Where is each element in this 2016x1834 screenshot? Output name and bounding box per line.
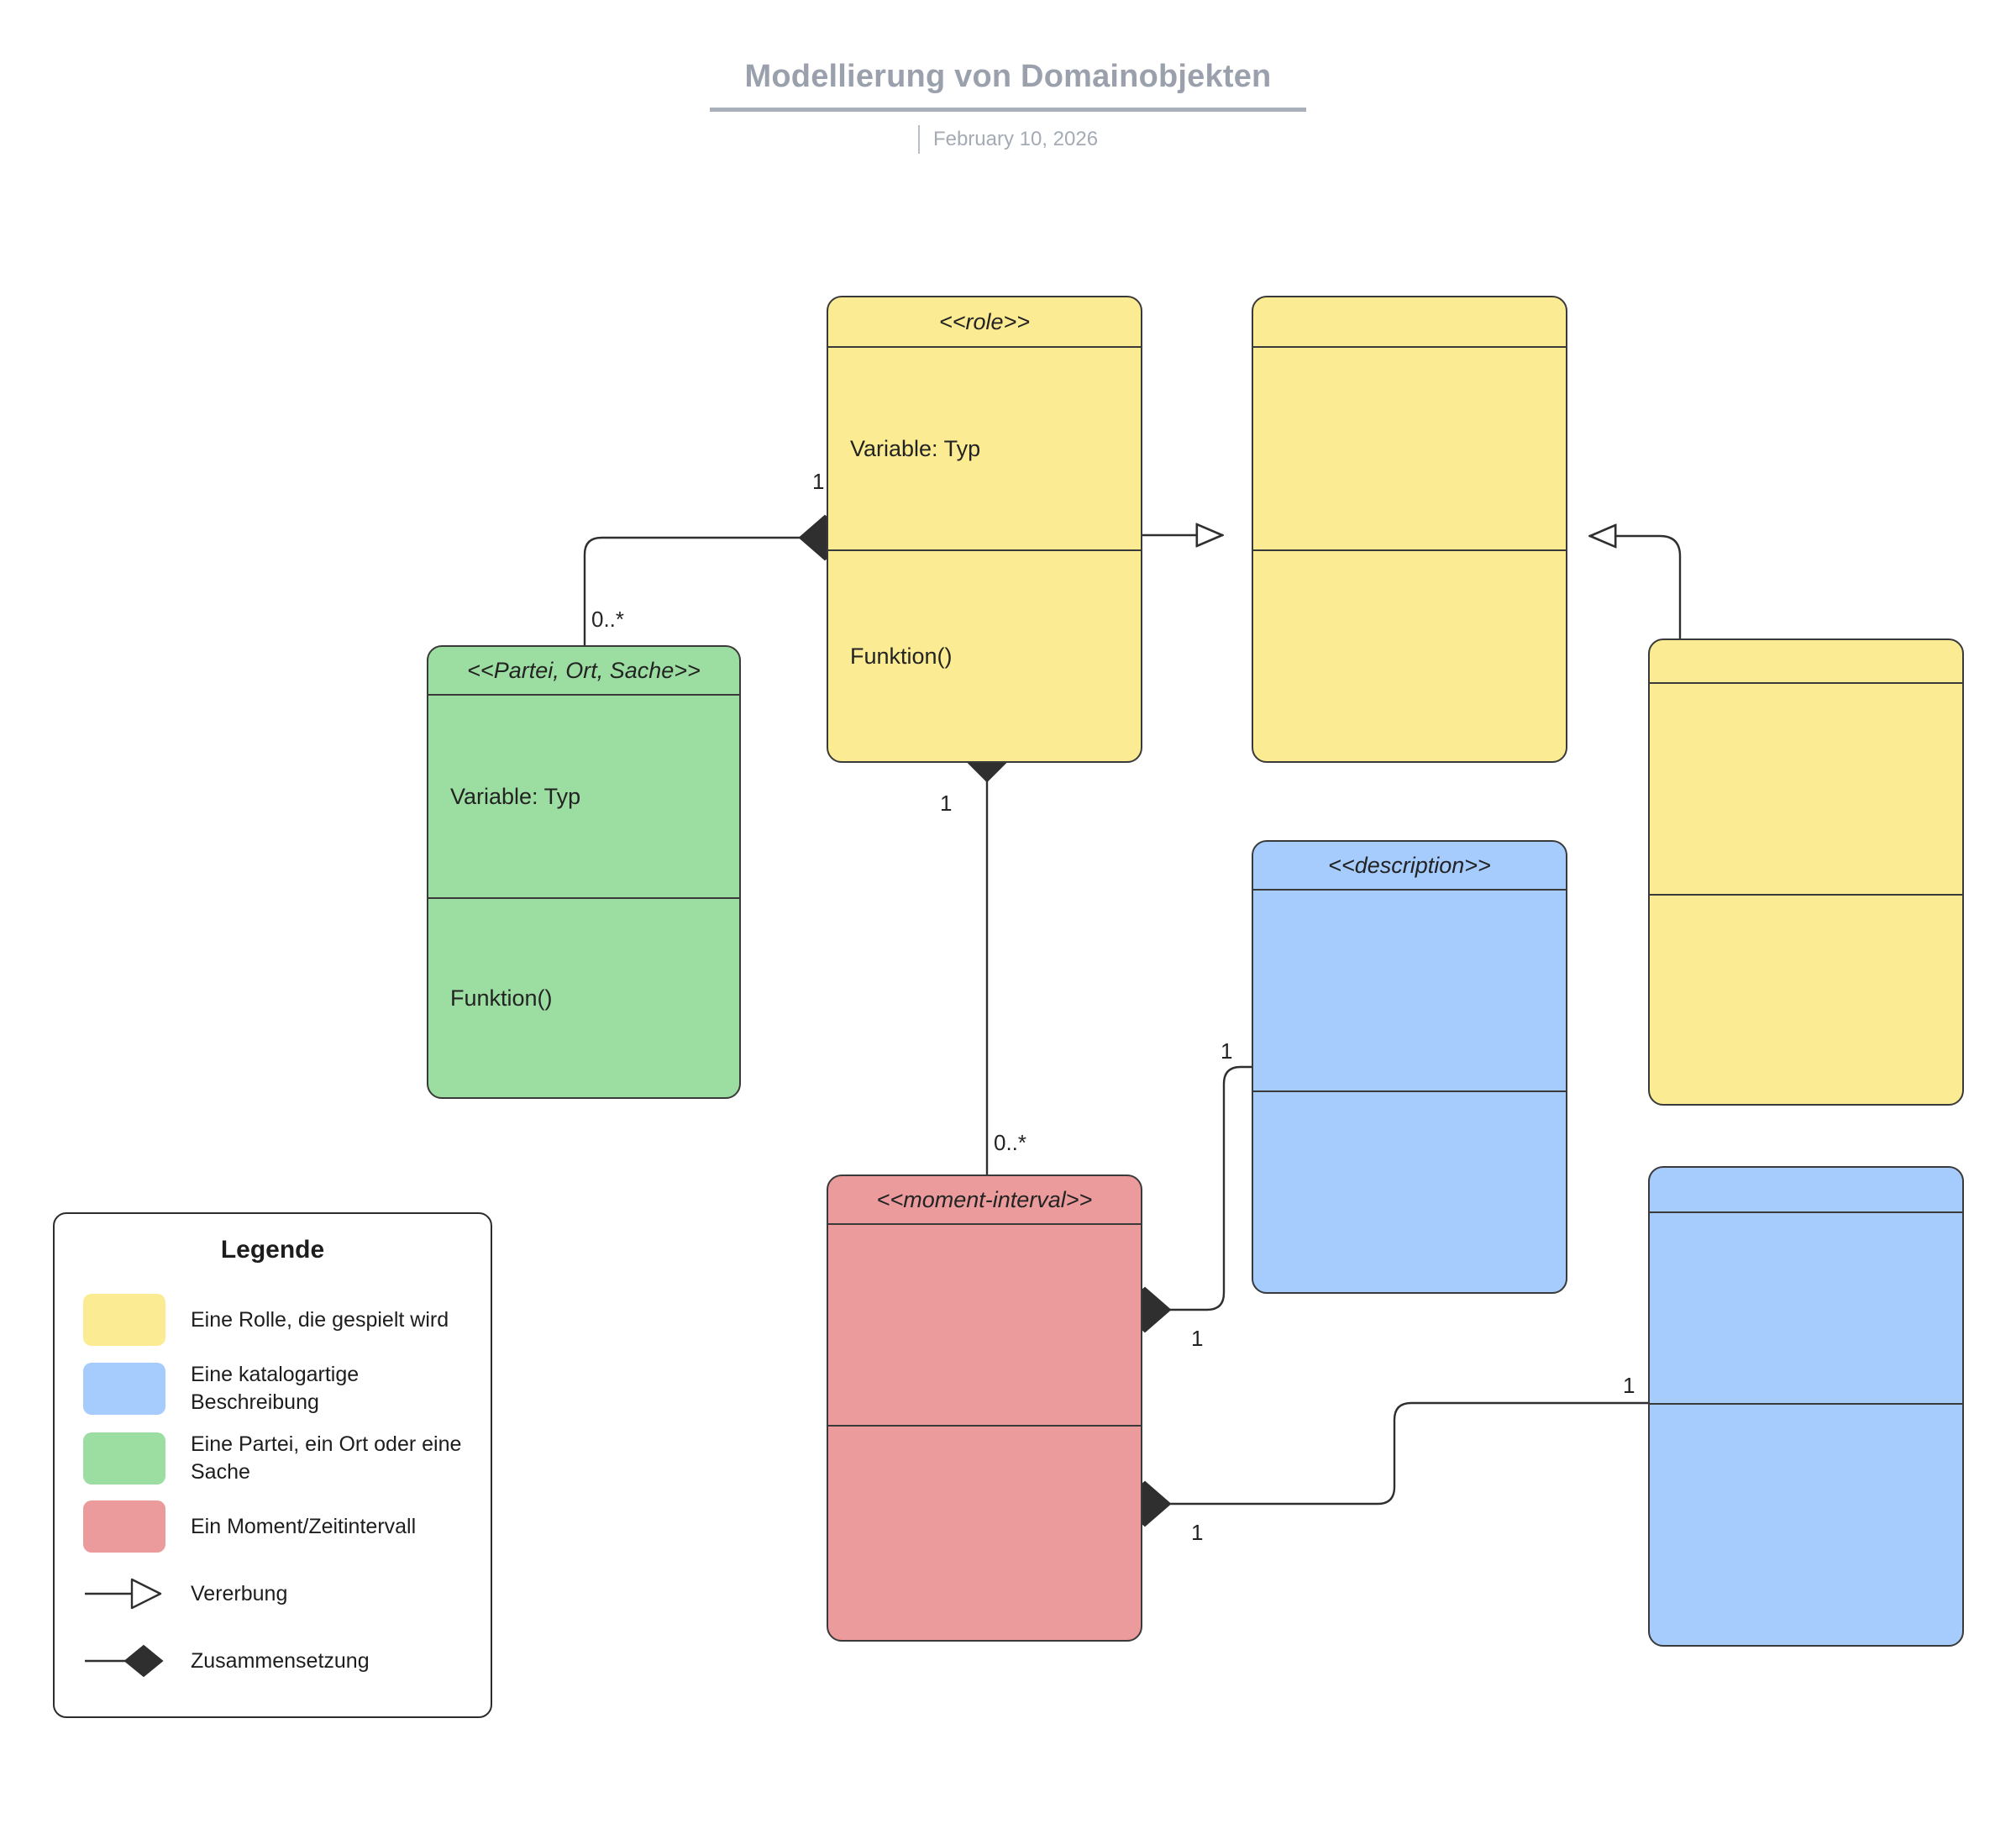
class-box-description-other[interactable] — [1648, 1166, 1964, 1647]
legend-swatch-description-icon — [83, 1362, 165, 1415]
legend-swatch-moment-icon — [83, 1500, 165, 1553]
class-operations-thing: Funktion() — [450, 985, 553, 1011]
multiplicity-moment-description2-target: 1 — [1623, 1373, 1635, 1398]
multiplicity-moment-description2-source: 1 — [1191, 1520, 1204, 1545]
edge-moment-to-description-other — [1170, 1401, 1649, 1506]
class-stereotype-role-parent — [1253, 297, 1566, 348]
legend-label-description: Eine katalogartige Beschreibung — [191, 1363, 360, 1414]
document-date: February 10, 2026 — [932, 127, 1099, 150]
legend-item-description: Eine katalogartige Beschreibung — [55, 1353, 491, 1423]
class-attributes-role: Variable: Typ — [828, 348, 1141, 551]
legend-panel: Legende Eine Rolle, die gespielt wird Ei… — [53, 1212, 492, 1718]
legend-title: Legende — [220, 1236, 325, 1264]
class-box-role-child[interactable] — [1648, 638, 1964, 1106]
legend-item-thing: Eine Partei, ein Ort oder eine Sache — [55, 1423, 491, 1493]
class-stereotype-role: <<role>> — [828, 297, 1141, 348]
legend-label-moment: Ein Moment/Zeitintervall — [191, 1514, 417, 1538]
class-operations-role-child — [1650, 896, 1962, 1104]
class-operations-moment-interval — [828, 1427, 1141, 1640]
legend-label-composition: Zusammensetzung — [191, 1648, 370, 1673]
class-attributes-description-other — [1650, 1213, 1962, 1405]
legend-item-role: Eine Rolle, die gespielt wird — [55, 1286, 491, 1353]
class-stereotype-role-child — [1650, 640, 1962, 684]
class-attributes-role-child — [1650, 684, 1962, 896]
date-divider — [917, 124, 920, 154]
legend-item-moment: Ein Moment/Zeitintervall — [55, 1493, 491, 1560]
class-box-role-parent[interactable] — [1252, 296, 1567, 763]
legend-item-inheritance: Vererbung — [55, 1560, 491, 1627]
legend-label-thing: Eine Partei, ein Ort oder eine Sache — [191, 1432, 462, 1484]
edge-moment-to-description — [1170, 1065, 1254, 1311]
page-title: Modellierung von Domainobjekten — [709, 59, 1307, 112]
class-attributes-moment-interval — [828, 1225, 1141, 1427]
class-operations-role-parent — [1253, 551, 1566, 761]
class-attributes-role-parent — [1253, 348, 1566, 551]
multiplicity-role-moment-source: 1 — [940, 791, 953, 816]
class-stereotype-moment-interval: <<moment-interval>> — [828, 1176, 1141, 1225]
legend-swatch-thing-icon — [83, 1432, 165, 1485]
class-stereotype-thing: <<Partei, Ort, Sache>> — [428, 647, 739, 696]
class-operations-description-other — [1650, 1405, 1962, 1645]
multiplicity-moment-description-target: 1 — [1221, 1038, 1233, 1064]
multiplicity-role-thing-source: 1 — [812, 469, 825, 494]
class-box-role[interactable]: <<role>> Variable: Typ Funktion() — [827, 296, 1142, 763]
class-box-description[interactable]: <<description>> — [1252, 840, 1567, 1294]
class-attributes-thing: Variable: Typ — [428, 696, 739, 899]
legend-label-inheritance: Vererbung — [191, 1581, 288, 1605]
class-box-thing[interactable]: <<Partei, Ort, Sache>> Variable: Typ Fun… — [427, 645, 741, 1099]
document-date-row: February 10, 2026 — [0, 124, 2016, 154]
class-stereotype-description-other — [1650, 1168, 1962, 1213]
class-operations-role: Funktion() — [850, 643, 953, 669]
legend-item-composition: Zusammensetzung — [55, 1627, 491, 1695]
class-stereotype-description: <<description>> — [1253, 842, 1566, 891]
class-operations-description — [1253, 1092, 1566, 1292]
multiplicity-moment-description-source: 1 — [1191, 1326, 1204, 1351]
class-box-moment-interval[interactable]: <<moment-interval>> — [827, 1174, 1142, 1642]
legend-label-role: Eine Rolle, die gespielt wird — [191, 1307, 449, 1332]
edge-rolechild-inherits-parent — [1589, 536, 1682, 641]
legend-swatch-role-icon — [83, 1294, 165, 1346]
composition-diamond-icon — [83, 1635, 165, 1687]
document-header: Modellierung von Domainobjekten February… — [0, 59, 2016, 154]
multiplicity-role-moment-target: 0..* — [994, 1130, 1027, 1155]
class-attributes-description — [1253, 891, 1566, 1092]
inheritance-arrow-icon — [83, 1568, 165, 1620]
multiplicity-role-thing-target: 0..* — [591, 607, 625, 632]
